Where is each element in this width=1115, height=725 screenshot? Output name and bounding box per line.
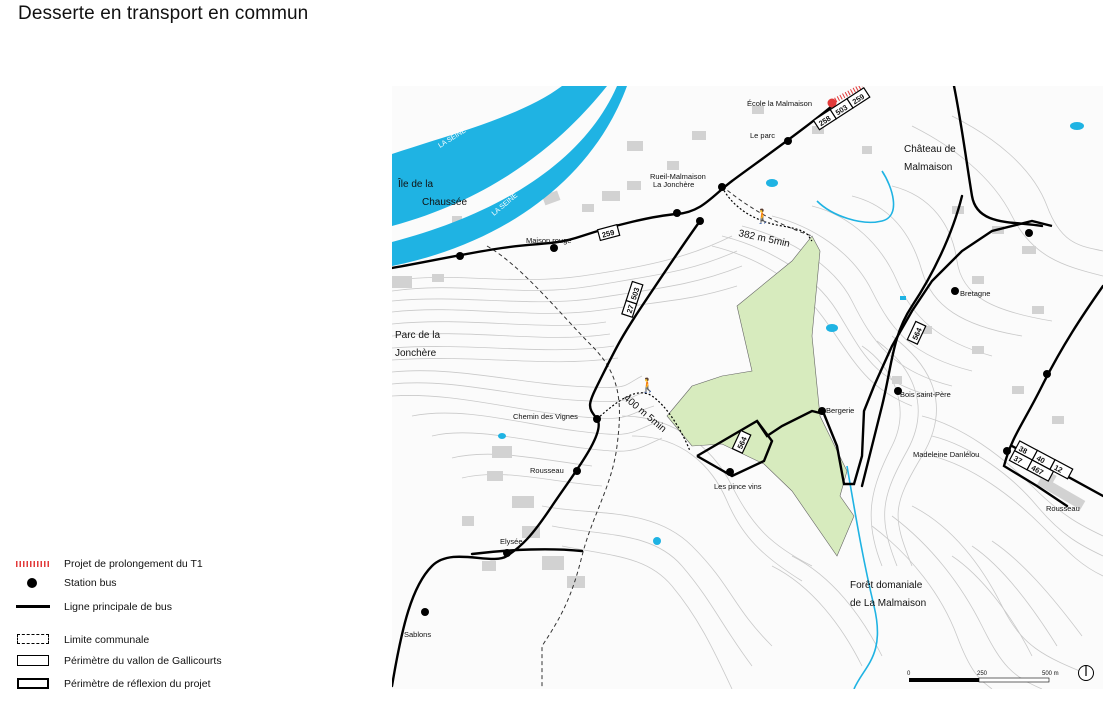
project-perimeter (696, 219, 1053, 486)
badge-12: 12 (1053, 463, 1065, 475)
label-rueil-1: Rueil-Malmaison (650, 172, 706, 181)
legend-item-bus-line: Ligne principale de bus (16, 599, 172, 615)
badge-40: 40 (1035, 454, 1047, 466)
project-perimeter-loop (696, 420, 774, 478)
bus-stations (421, 137, 1051, 616)
transit-map[interactable]: LA SEINE LA SEINE (392, 86, 1103, 689)
label-elysee: Elysée (500, 537, 523, 546)
map-canvas: LA SEINE LA SEINE (392, 86, 1103, 689)
badge-38: 38 (1017, 444, 1029, 456)
label-bergerie: Bergerie (826, 406, 854, 415)
commune-boundary-north (721, 185, 813, 237)
label-le-parc: Le parc (750, 131, 775, 140)
svg-text:🚶: 🚶 (639, 377, 656, 394)
legend-item-t1: Projet de prolongement du T1 (16, 556, 203, 572)
stop-sablons (421, 608, 429, 616)
stop-west (456, 252, 464, 260)
label-madeleine: Madeleine Danlélou (913, 450, 979, 459)
bus-line-icon (16, 600, 50, 614)
seine-river[interactable] (392, 86, 627, 266)
stream (816, 170, 895, 224)
label-chateau-2: Malmaison (904, 162, 952, 173)
stop-maison-rouge (550, 244, 558, 252)
commune-boundary-icon (16, 633, 50, 647)
north-arrow-icon (1078, 665, 1094, 681)
bus-station-icon (16, 576, 50, 590)
stop-rueil-malmaison (718, 183, 726, 191)
legend-label-vallon: Périmètre du vallon de Gallicourts (64, 655, 222, 667)
badge-37: 37 (1012, 454, 1024, 466)
legend-item-project: Périmètre de réflexion du projet (16, 676, 211, 692)
t1-extension-icon (16, 557, 50, 571)
badge-503b: 503 (629, 286, 641, 301)
vallon-perimeter-icon (16, 654, 50, 668)
legend-item-station: Station bus (16, 575, 117, 591)
svg-text:🚶: 🚶 (754, 208, 771, 225)
contour-lines (392, 115, 1103, 689)
pedestrian-icon-south: 🚶 (639, 377, 656, 394)
legend-label-commune: Limite communale (64, 634, 150, 646)
stop-elysee (503, 549, 511, 557)
stop-le-parc (784, 137, 792, 145)
stop-bergerie (818, 407, 826, 415)
legend-label-station: Station bus (64, 577, 117, 589)
stop-ecole (827, 98, 837, 108)
pedestrian-icon: 🚶 (754, 208, 771, 225)
stop-junction (696, 217, 704, 225)
badge-27: 27 (625, 304, 636, 315)
label-foret-1: Forêt domaniale (850, 580, 923, 591)
label-rousseau-e: Rousseau (1046, 504, 1080, 513)
label-parc-1: Parc de la (395, 330, 440, 341)
legend-label-t1: Projet de prolongement du T1 (64, 558, 203, 570)
scale-0: 0 (907, 671, 911, 677)
legend-label-project: Périmètre de réflexion du projet (64, 678, 211, 690)
label-parc-2: Jonchère (395, 348, 437, 359)
label-maison-rouge: Maison rouge (526, 236, 571, 245)
stop-rousseau-w (573, 467, 581, 475)
walk-distance-south: 400 m 5min (621, 393, 668, 435)
vallon-gallicourts[interactable] (666, 235, 855, 557)
water-features (498, 122, 1084, 545)
label-ile-2: Chaussée (422, 197, 467, 208)
scale-bar: 0 250 500 m (907, 671, 1059, 683)
scale-250: 250 (977, 671, 988, 677)
legend-item-vallon: Périmètre du vallon de Gallicourts (16, 653, 222, 669)
stop-chemin-vignes (593, 415, 601, 423)
stop-bois-saint-pere (894, 387, 902, 395)
project-perimeter-icon (16, 677, 50, 691)
scale-500: 500 m (1042, 671, 1059, 677)
label-pince-vins: Les pince vins (714, 482, 762, 491)
line-badges: 258 503 259 259 27 503 564 (596, 86, 1074, 482)
label-chemin-vignes: Chemin des Vignes (513, 412, 578, 421)
badge-259b: 259 (601, 228, 615, 240)
label-bois-saint-pere: Bois saint-Père (900, 390, 951, 399)
stop-rousseau-e (1043, 370, 1051, 378)
label-foret-2: de La Malmaison (850, 598, 926, 609)
label-rueil-2: La Jonchère (653, 180, 694, 189)
legend-item-commune: Limite communale (16, 632, 149, 648)
label-ecole: École la Malmaison (747, 99, 812, 108)
stop-rueil (673, 209, 681, 217)
label-rousseau-w: Rousseau (530, 466, 564, 475)
label-bretagne: Bretagne (960, 289, 990, 298)
page-title: Desserte en transport en commun (18, 3, 309, 24)
label-chateau-1: Château de (904, 144, 956, 155)
stream-south (846, 465, 879, 689)
stop-bretagne-e (1025, 229, 1033, 237)
stop-bretagne (951, 287, 959, 295)
walk-distance-north: 382 m 5min (737, 228, 790, 250)
stop-pince-vins (726, 468, 734, 476)
label-ile-1: Île de la (397, 177, 433, 190)
stop-madeleine (1003, 447, 1011, 455)
commune-boundary (486, 245, 620, 689)
legend-label-bus-line: Ligne principale de bus (64, 601, 172, 613)
label-sablons: Sablons (404, 630, 431, 639)
